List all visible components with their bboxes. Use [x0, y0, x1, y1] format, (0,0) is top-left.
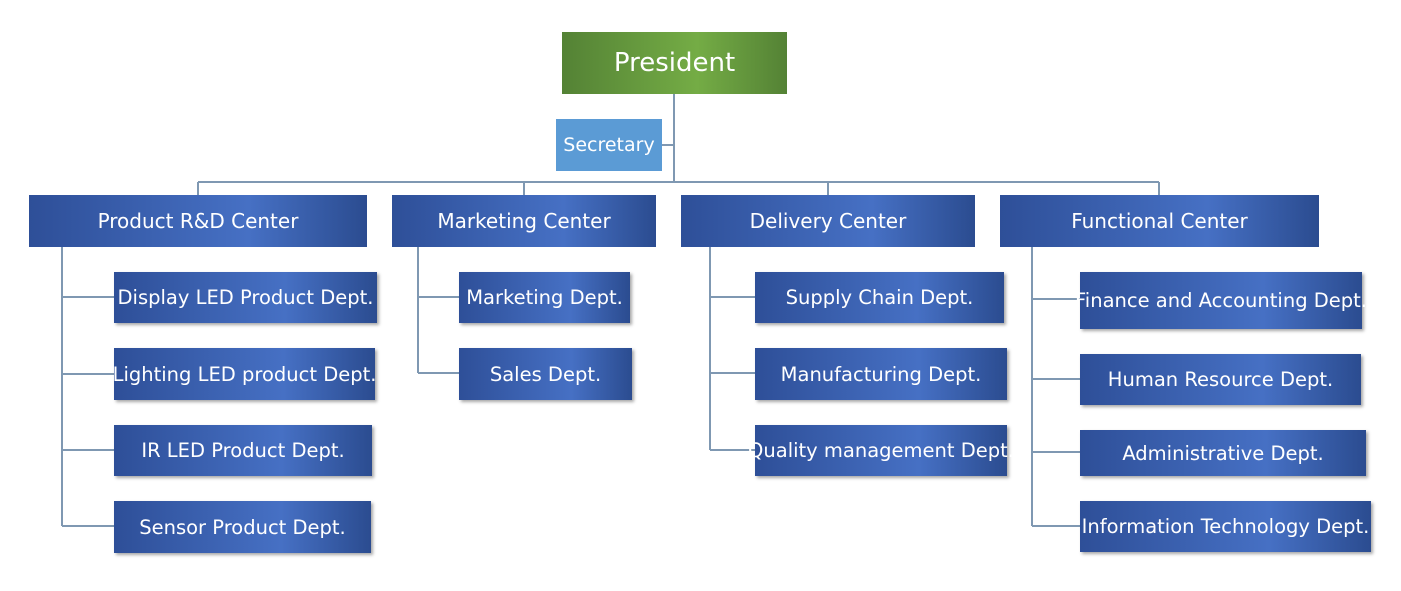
center-delivery: Delivery Center — [681, 195, 975, 247]
dept-manufacturing: Manufacturing Dept. — [755, 348, 1007, 400]
dept-finance-accounting: Finance and Accounting Dept. — [1075, 272, 1367, 329]
center-functional: Functional Center — [1000, 195, 1319, 247]
president-box: President — [562, 32, 787, 94]
dept-quality-management: Quality management Dept. — [748, 425, 1014, 476]
dept-display-led: Display LED Product Dept. — [114, 272, 377, 323]
center-product-rd: Product R&D Center — [29, 195, 367, 247]
dept-lighting-led: Lighting LED product Dept. — [113, 348, 376, 400]
secretary-box: Secretary — [556, 119, 662, 171]
dept-administrative: Administrative Dept. — [1080, 430, 1366, 476]
center-marketing: Marketing Center — [392, 195, 656, 247]
dept-sales: Sales Dept. — [459, 348, 632, 400]
dept-marketing: Marketing Dept. — [459, 272, 630, 323]
dept-supply-chain: Supply Chain Dept. — [755, 272, 1004, 323]
dept-ir-led: IR LED Product Dept. — [114, 425, 372, 476]
dept-information-technology: Information Technology Dept. — [1080, 501, 1371, 552]
dept-sensor: Sensor Product Dept. — [114, 501, 371, 553]
dept-human-resource: Human Resource Dept. — [1080, 354, 1361, 405]
